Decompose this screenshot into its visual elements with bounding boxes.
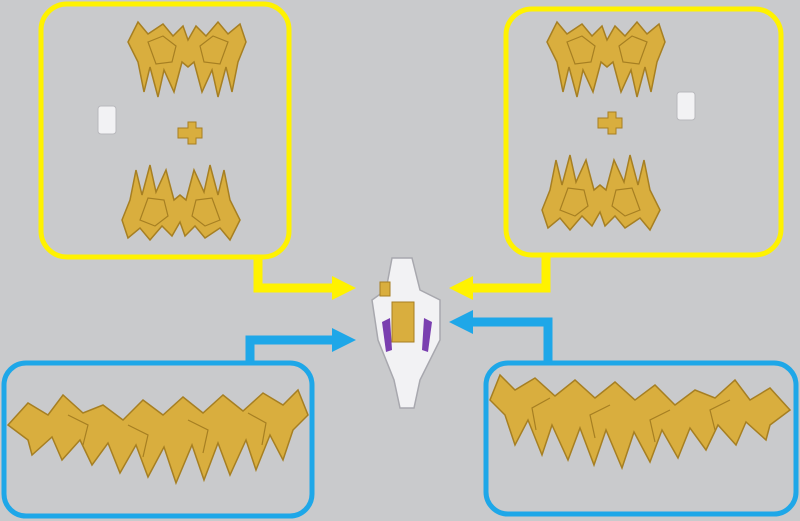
arrow-head-icon [332,276,356,300]
arrow-top-left [253,257,335,293]
top-right-group-frame [503,6,784,258]
gold-wing-part [127,21,247,98]
gold-wing-part [121,164,241,241]
arrow-head-icon [332,328,356,352]
bottom-left-group-frame [1,360,315,519]
arrow-head-icon [449,310,473,334]
arrow-bottom-left [245,335,335,363]
bottom-right-parts-group [449,310,799,517]
gold-connector-part [177,121,203,145]
gold-long-wing-part [7,389,309,484]
white-peg-part [97,105,117,135]
arrow-bottom-right [470,317,553,363]
top-right-parts-group [449,6,784,300]
arrow-top-right [470,255,551,293]
arrow-head-icon [449,276,473,300]
gold-long-wing-part [489,374,791,469]
center-assembly-part [371,257,441,409]
top-left-parts-group [38,1,356,300]
bottom-right-group-frame [483,360,799,517]
gold-wing-part [541,154,661,231]
white-peg-part [676,91,696,121]
gold-connector-part [597,111,623,135]
gold-wing-part [546,21,666,98]
bottom-left-parts-group [1,328,356,519]
top-left-group-frame [38,1,292,260]
